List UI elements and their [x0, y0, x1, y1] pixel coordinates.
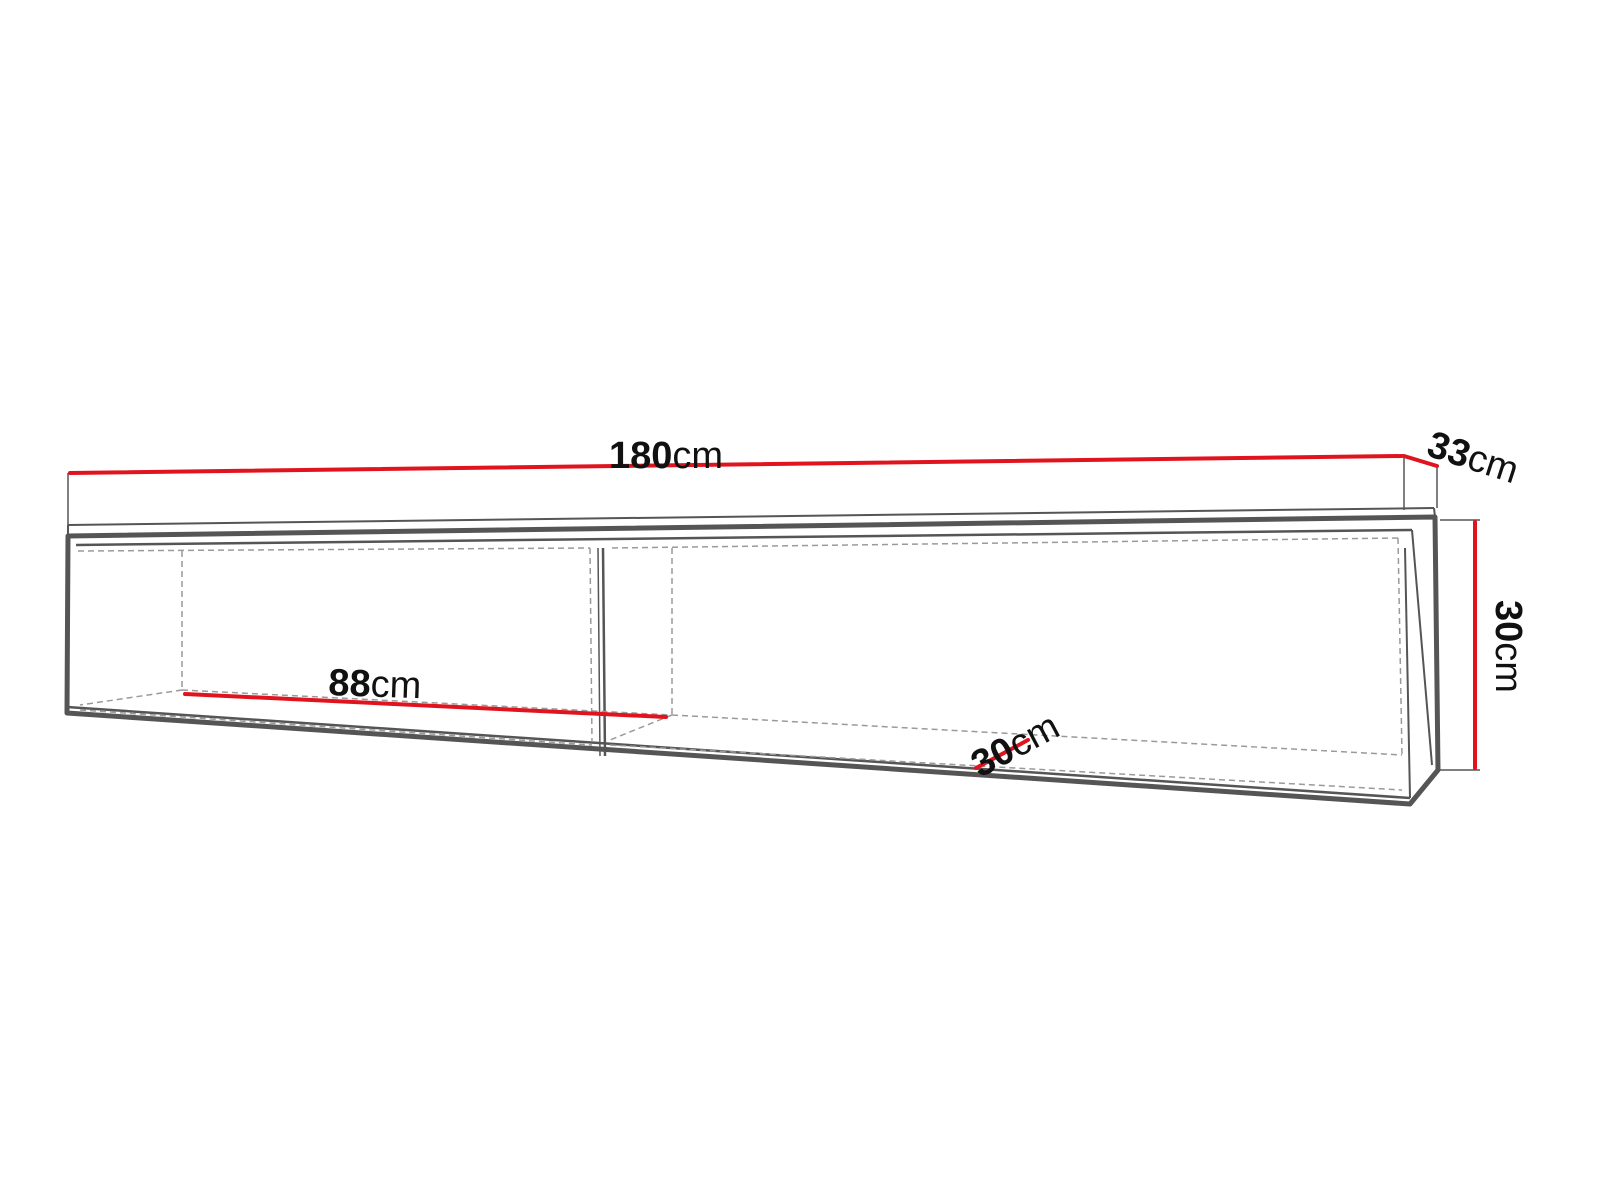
compartment-width-label: 88cm [328, 662, 422, 707]
height-unit: cm [1487, 642, 1529, 693]
right-back-top-edge [611, 537, 1399, 549]
shelf-middle-divider [601, 547, 607, 757]
shelf-front-face [64, 514, 1441, 807]
shelf-bottom-front-edge [66, 705, 1411, 800]
dimension-lines [68, 454, 1477, 770]
shelf-middle-divider-front [597, 547, 601, 757]
left-back-right-edge [589, 547, 593, 743]
compartment-depth-dimension-line [974, 738, 1030, 770]
left-floor-back-edge [79, 689, 183, 706]
shelf-front-top-inner-edge [75, 528, 1413, 547]
shelf-outline [64, 507, 1441, 807]
width-dimension-line [68, 454, 1404, 475]
shelf-hidden-lines [77, 537, 1403, 791]
right-back-right-edge [1397, 537, 1403, 756]
shelf-right-side-front-edge [1404, 547, 1411, 799]
compartment-width-unit: cm [370, 663, 422, 707]
right-floor-front-edge [609, 744, 1403, 791]
shelf-top-right-edge [1433, 507, 1436, 518]
shelf-top-back-edge [67, 507, 1435, 526]
depth-dimension-line [1402, 454, 1439, 468]
compartment-width-dimension-line [183, 692, 668, 719]
left-back-top-edge [77, 547, 591, 552]
height-value: 30 [1487, 600, 1529, 642]
right-floor-left-edge [609, 714, 673, 741]
width-value: 180 [609, 435, 672, 477]
left-floor-front-edge [79, 709, 593, 746]
width-unit: cm [672, 435, 723, 477]
right-floor-back-edge [671, 714, 1403, 756]
left-inner-floor [181, 689, 673, 716]
compartment-width-value: 88 [328, 662, 372, 705]
extension-lines [67, 456, 1480, 771]
width-label: 180cm [609, 435, 723, 477]
height-label: 30cm [1487, 600, 1529, 693]
shelf-right-side-inner-edge [1411, 529, 1433, 766]
